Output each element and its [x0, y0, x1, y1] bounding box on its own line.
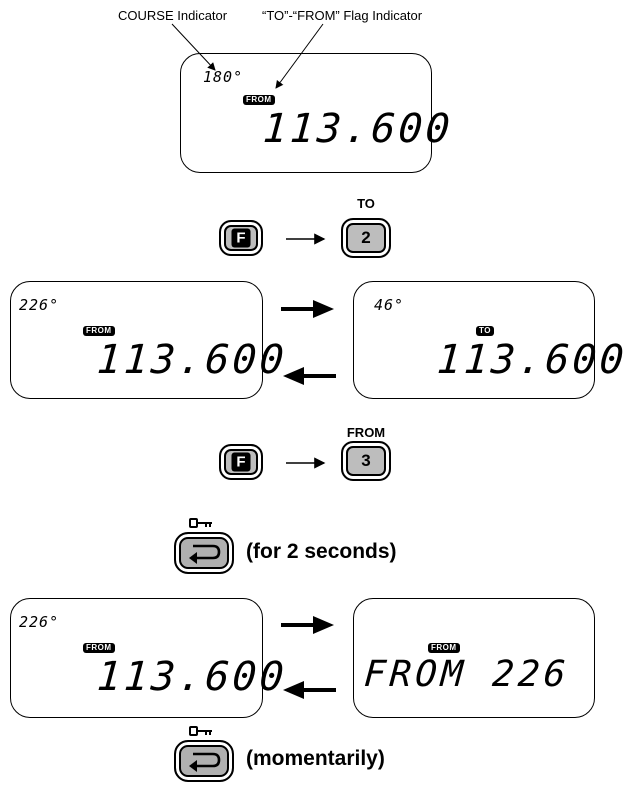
course-readout: 46°	[374, 296, 405, 314]
lcd-display-right-2: FROM FROM 226	[353, 598, 595, 718]
from-caption: FROM	[346, 425, 386, 440]
course-indicator-label: COURSE Indicator	[118, 8, 228, 23]
hold-instruction: (for 2 seconds)	[246, 540, 397, 563]
f-key-label: F	[231, 228, 251, 248]
frequency-readout: 113.600	[95, 337, 289, 383]
key-lock-icon	[189, 726, 212, 736]
from-flag: FROM	[83, 326, 115, 336]
f-key[interactable]: F	[219, 220, 263, 256]
lcd-display-left-2: 226° FROM 113.600	[10, 598, 288, 718]
key-lock-icon	[189, 518, 212, 528]
lcd-display-left-1: 226° FROM 113.600	[10, 281, 288, 399]
lcd-display-right-1: 46° TO 113.600	[353, 281, 628, 399]
frequency-readout: 113.600	[261, 106, 455, 152]
key-3-label: 3	[361, 451, 371, 470]
arrow-left-icon	[283, 681, 336, 699]
key-2[interactable]: 2	[341, 218, 391, 258]
from-flag: FROM	[83, 643, 115, 653]
f-key[interactable]: F	[219, 444, 263, 480]
from-flag: FROM	[428, 643, 460, 653]
frequency-readout: 113.600	[95, 654, 289, 700]
return-icon	[189, 752, 221, 772]
frequency-readout: 113.600	[435, 337, 628, 383]
return-key[interactable]	[174, 532, 234, 574]
arrow-left-icon	[283, 367, 336, 385]
return-key[interactable]	[174, 740, 234, 782]
arrow-right-icon	[281, 300, 334, 318]
momentary-instruction: (momentarily)	[246, 747, 385, 770]
lcd-display-top: 180° FROM 113.600	[180, 53, 454, 173]
key-3[interactable]: 3	[341, 441, 391, 481]
return-icon	[189, 544, 221, 564]
from-flag: FROM	[243, 95, 275, 105]
to-flag: TO	[476, 326, 494, 336]
from-course-readout: FROM 226	[362, 654, 571, 695]
arrow-right-icon	[281, 616, 334, 634]
course-readout: 226°	[19, 613, 60, 631]
to-caption: TO	[357, 196, 375, 211]
course-readout: 180°	[203, 68, 244, 86]
key-2-label: 2	[361, 228, 371, 247]
course-readout: 226°	[19, 296, 60, 314]
f-key-label: F	[231, 452, 251, 472]
flag-indicator-label: “TO”-“FROM” Flag Indicator	[262, 8, 423, 23]
